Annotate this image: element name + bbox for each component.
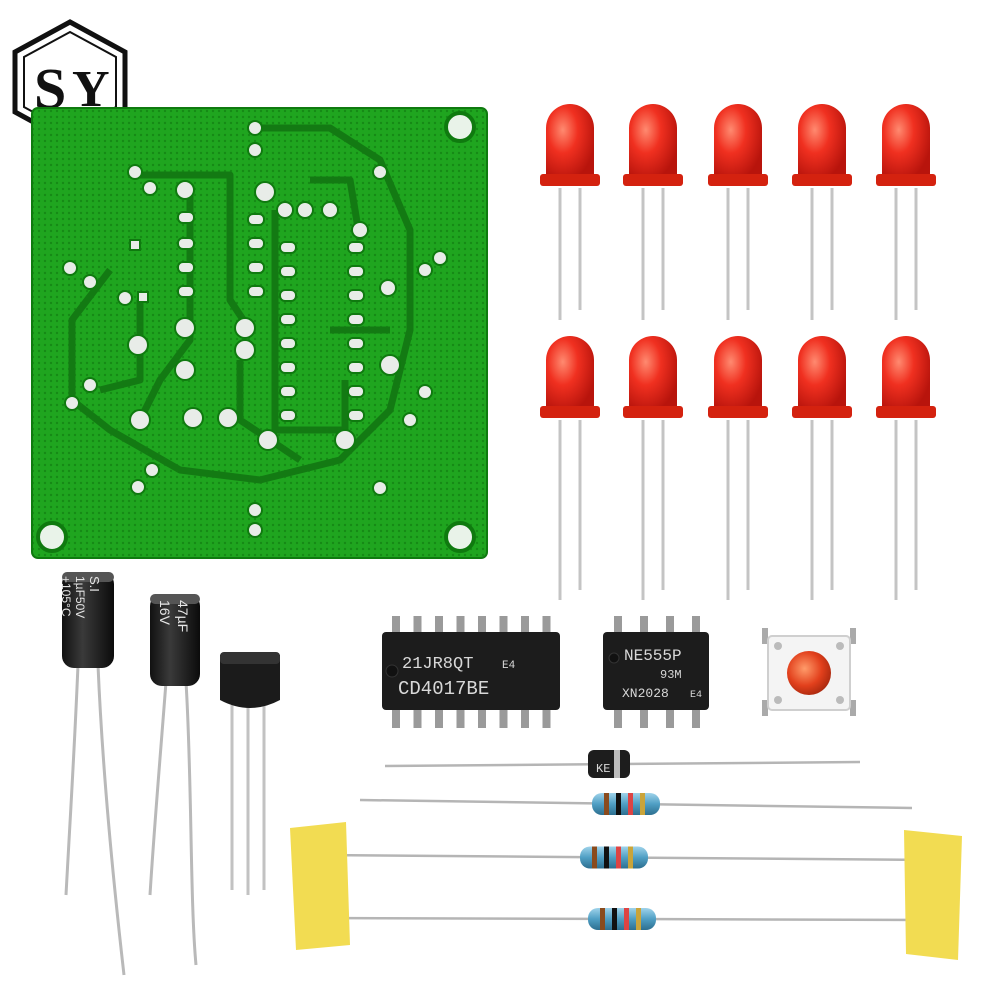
ic-pin bbox=[392, 706, 400, 728]
led-red bbox=[708, 336, 768, 600]
ic-pin bbox=[478, 616, 486, 636]
ic-marking: E4 bbox=[690, 690, 702, 701]
led-red bbox=[792, 104, 852, 320]
led-red bbox=[540, 336, 600, 600]
diode: KE bbox=[384, 750, 861, 778]
ic-pin bbox=[456, 616, 465, 636]
mounting-hole bbox=[36, 521, 68, 553]
mounting-hole bbox=[444, 521, 476, 553]
ic-pin bbox=[542, 616, 551, 636]
ic-pin bbox=[456, 706, 465, 728]
ic-pin bbox=[542, 706, 551, 728]
capacitor-label: S.I bbox=[87, 576, 102, 592]
led-red bbox=[623, 104, 683, 320]
ic-pin bbox=[521, 706, 529, 728]
ic-pin bbox=[499, 616, 508, 636]
ic-pin bbox=[435, 616, 443, 636]
ic-marking: NE555P bbox=[624, 647, 682, 665]
tape-strip-right bbox=[904, 830, 962, 960]
resistor bbox=[359, 793, 913, 815]
ic-pin bbox=[666, 706, 674, 728]
ic-pin bbox=[614, 706, 622, 728]
ic-pin bbox=[666, 616, 674, 636]
ic-marking: 21JR8QT bbox=[402, 655, 473, 674]
led-red bbox=[708, 104, 768, 320]
ic-marking: E4 bbox=[502, 660, 516, 672]
tactile-button bbox=[762, 628, 856, 716]
capacitor-1uf: S.I 1µF50V +105°C bbox=[59, 572, 126, 976]
led-red bbox=[540, 104, 600, 320]
ic-pin bbox=[413, 706, 422, 728]
pcb-traces bbox=[68, 124, 414, 484]
ic-pin bbox=[392, 616, 400, 636]
ic-pin bbox=[435, 706, 443, 728]
capacitor-label: 47µF bbox=[175, 600, 191, 632]
ic-cd4017: 21JR8QT E4 CD4017BE bbox=[382, 616, 560, 728]
led-red bbox=[876, 104, 936, 320]
button-cap bbox=[787, 651, 831, 695]
ic-marking: 93M bbox=[660, 668, 682, 682]
capacitor-47uf: 47µF 16V bbox=[148, 594, 200, 966]
ic-pin bbox=[640, 706, 648, 728]
ic-ne555: NE555P 93M XN2028 E4 bbox=[603, 616, 709, 728]
ic-pin bbox=[413, 616, 422, 636]
tape-strip-left bbox=[290, 822, 350, 950]
pcb-board bbox=[31, 107, 488, 559]
ic-pin bbox=[478, 706, 486, 728]
led-red bbox=[876, 336, 936, 600]
ic-marking: CD4017BE bbox=[398, 678, 489, 700]
ic-pin bbox=[521, 616, 529, 636]
capacitor-label: 16V bbox=[157, 600, 173, 626]
led-red bbox=[792, 336, 852, 600]
mounting-hole bbox=[444, 111, 476, 143]
diode-marking: KE bbox=[596, 762, 610, 776]
ic-pin bbox=[640, 616, 648, 636]
ic-pin bbox=[499, 706, 508, 728]
resistor bbox=[317, 908, 931, 930]
ic-pin bbox=[692, 616, 700, 636]
resistor bbox=[317, 846, 931, 869]
resistor-group bbox=[317, 793, 931, 930]
pcb-pads bbox=[62, 120, 448, 538]
ic-marking: XN2028 bbox=[622, 686, 669, 701]
led-red bbox=[623, 336, 683, 600]
capacitor-label: +105°C bbox=[59, 576, 73, 617]
ic-pin bbox=[692, 706, 700, 728]
transistor bbox=[220, 652, 280, 895]
ic-pin bbox=[614, 616, 622, 636]
led-group bbox=[540, 104, 936, 600]
capacitor-label: 1µF50V bbox=[73, 576, 87, 618]
